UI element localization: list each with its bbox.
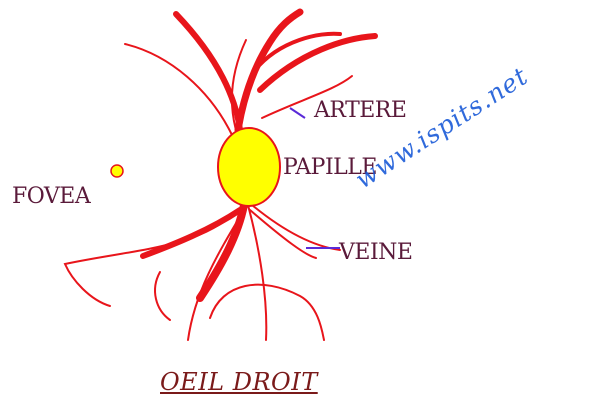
label-fovea: FOVEA (12, 186, 90, 208)
vessel-upper-left (176, 14, 240, 130)
papille-disc (218, 128, 280, 206)
vessel-lower-arc-left (155, 272, 170, 320)
diagram-title: OEIL DROIT (160, 368, 318, 396)
vessel-upper-thin-left (125, 44, 232, 135)
vessel-upper-trunk (238, 12, 300, 130)
vessel-lower-thin-right2 (250, 210, 316, 258)
vessel-lower-thin-vert (248, 205, 266, 340)
artere-pointer-line (290, 108, 305, 118)
vessel-lower-thin-right (252, 205, 340, 250)
vessel-upper-right (260, 36, 375, 90)
label-veine: VEINE (339, 242, 412, 264)
label-artere: ARTERE (314, 100, 406, 122)
fovea-dot (111, 165, 123, 177)
